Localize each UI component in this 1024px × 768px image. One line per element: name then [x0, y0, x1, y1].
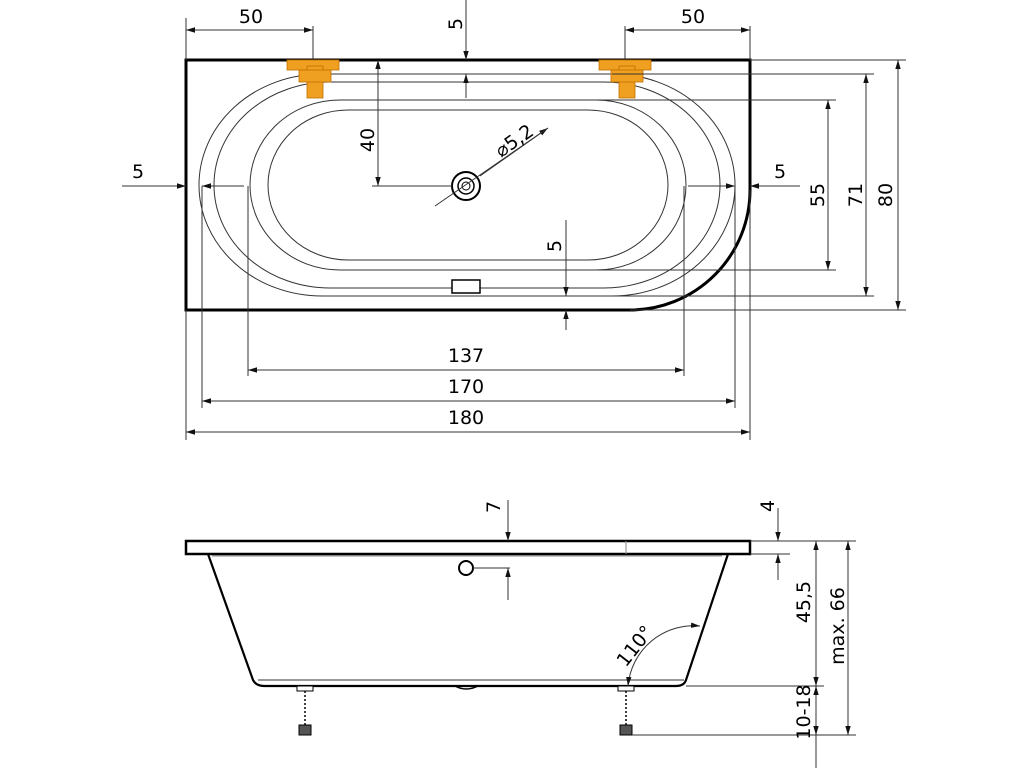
drain-side — [454, 685, 479, 690]
side-view: 7 4 45,5 10-18 max. 66 110° — [184, 500, 856, 768]
dim-rim-bottom: 5 — [544, 240, 566, 252]
overflow-slot — [451, 279, 481, 294]
tub-basin-edge — [213, 81, 721, 289]
dim-overflow: 7 — [483, 501, 505, 513]
dim-rim-right: 5 — [774, 161, 786, 183]
dim-depth-bottom: 55 — [807, 183, 829, 207]
faucet-right-icon — [598, 59, 652, 99]
leg-right — [617, 685, 635, 736]
tub-rim-side — [184, 539, 752, 556]
dim-depth-total: 80 — [875, 183, 897, 207]
leg-left — [296, 685, 314, 736]
faucet-left-icon — [286, 59, 340, 99]
tub-bottom-outer — [249, 99, 687, 271]
dim-width-bottom: 137 — [448, 345, 484, 367]
top-view: 50 50 5 40 ⌀5,2 5 5 5 — [122, 0, 906, 440]
dim-width-total: 180 — [448, 407, 484, 429]
dim-rim-thickness: 4 — [757, 500, 779, 512]
dim-width-rim: 170 — [448, 376, 484, 398]
dim-rim-left: 5 — [132, 161, 144, 183]
tub-outer-outline — [184, 58, 752, 312]
dim-faucet-right: 50 — [681, 6, 705, 28]
tub-bottom-inner — [267, 109, 669, 261]
dim-drain-offset: 40 — [357, 128, 379, 152]
dim-rim-top: 5 — [445, 18, 467, 30]
dim-legs: 10-18 — [793, 684, 815, 739]
dim-faucet-left: 50 — [239, 6, 263, 28]
dim-max-height: max. 66 — [827, 587, 849, 665]
dim-depth-side: 45,5 — [793, 581, 815, 623]
tub-rim-inner — [198, 73, 736, 297]
overflow-side — [458, 560, 474, 576]
dim-drain-diameter: ⌀5,2 — [491, 120, 538, 162]
drain — [451, 171, 481, 201]
dim-angle: 110° — [613, 622, 659, 672]
angle-arc — [626, 622, 701, 687]
dim-depth-inner: 71 — [845, 183, 867, 207]
